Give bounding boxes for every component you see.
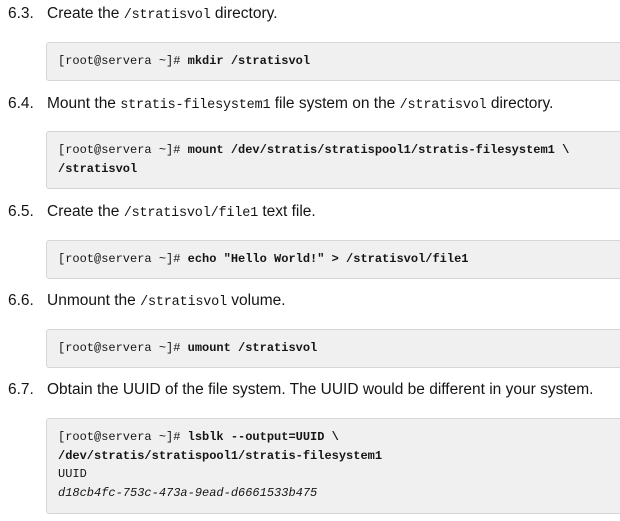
shell-command: echo "Hello World!" > /stratisvol/file1	[187, 252, 469, 266]
step-heading: 6.5. Create the /stratisvol/file1 text f…	[0, 199, 620, 225]
code-line: /stratisvol	[58, 160, 620, 179]
step-6-6: 6.6. Unmount the /stratisvol volume.	[0, 288, 620, 314]
step-number: 6.5.	[8, 203, 34, 220]
code-line: [root@servera ~]# mount /dev/stratis/str…	[58, 141, 620, 160]
code-block: [root@servera ~]# lsblk --output=UUID \ …	[46, 418, 620, 514]
code-output-line: d18cb4fc-753c-473a-9ead-d6661533b475	[58, 484, 620, 503]
step-heading: 6.7. Obtain the UUID of the file system.…	[0, 377, 620, 403]
inline-code: /stratisvol	[399, 98, 487, 113]
shell-prompt: [root@servera ~]#	[58, 430, 188, 444]
step-number: 6.4.	[8, 95, 34, 112]
shell-command: lsblk --output=UUID \	[187, 430, 339, 444]
step-instruction: Create the /stratisvol directory.	[47, 5, 278, 23]
shell-command: umount /stratisvol	[187, 341, 318, 355]
step-6-3: 6.3. Create the /stratisvol directory.	[0, 1, 620, 27]
code-block: [root@servera ~]# umount /stratisvol	[46, 329, 620, 368]
step-instruction: Obtain the UUID of the file system. The …	[47, 381, 594, 398]
step-6-4: 6.4. Mount the stratis-filesystem1 file …	[0, 91, 620, 117]
step-number: 6.3.	[8, 5, 34, 22]
code-line: [root@servera ~]# umount /stratisvol	[58, 339, 620, 358]
shell-output-uuid: d18cb4fc-753c-473a-9ead-d6661533b475	[58, 485, 318, 500]
code-block: [root@servera ~]# mkdir /stratisvol	[46, 42, 620, 81]
step-heading: 6.3. Create the /stratisvol directory.	[0, 1, 620, 27]
shell-prompt: [root@servera ~]#	[58, 54, 188, 68]
code-block: [root@servera ~]# mount /dev/stratis/str…	[46, 131, 620, 189]
step-6-7: 6.7. Obtain the UUID of the file system.…	[0, 377, 620, 403]
step-number: 6.6.	[8, 292, 34, 309]
code-line: [root@servera ~]# mkdir /stratisvol	[58, 52, 620, 71]
shell-output: UUID	[58, 467, 87, 481]
step-6-5: 6.5. Create the /stratisvol/file1 text f…	[0, 199, 620, 225]
inline-code: /stratisvol/file1	[123, 206, 259, 221]
inline-code: /stratisvol	[140, 295, 227, 310]
inline-code: /stratisvol	[123, 8, 211, 23]
step-heading: 6.4. Mount the stratis-filesystem1 file …	[0, 91, 620, 117]
shell-prompt: [root@servera ~]#	[58, 252, 188, 266]
shell-command: mkdir /stratisvol	[187, 54, 311, 68]
inline-code: stratis-filesystem1	[120, 98, 271, 113]
code-output-line: UUID	[58, 465, 620, 484]
code-block: [root@servera ~]# echo "Hello World!" > …	[46, 240, 620, 279]
step-instruction: Mount the stratis-filesystem1 file syste…	[47, 95, 554, 113]
shell-command: /stratisvol	[58, 161, 138, 176]
code-line: [root@servera ~]# echo "Hello World!" > …	[58, 250, 620, 269]
shell-command: mount /dev/stratis/stratispool1/stratis-…	[187, 143, 570, 157]
step-instruction: Unmount the /stratisvol volume.	[47, 292, 286, 310]
step-instruction: Create the /stratisvol/file1 text file.	[47, 203, 316, 221]
code-line: [root@servera ~]# lsblk --output=UUID \	[58, 428, 620, 447]
step-heading: 6.6. Unmount the /stratisvol volume.	[0, 288, 620, 314]
code-line: /dev/stratis/stratispool1/stratis-filesy…	[58, 447, 620, 466]
shell-prompt: [root@servera ~]#	[58, 143, 188, 157]
step-number: 6.7.	[8, 381, 34, 398]
shell-prompt: [root@servera ~]#	[58, 341, 188, 355]
shell-command: /dev/stratis/stratispool1/stratis-filesy…	[58, 448, 383, 463]
